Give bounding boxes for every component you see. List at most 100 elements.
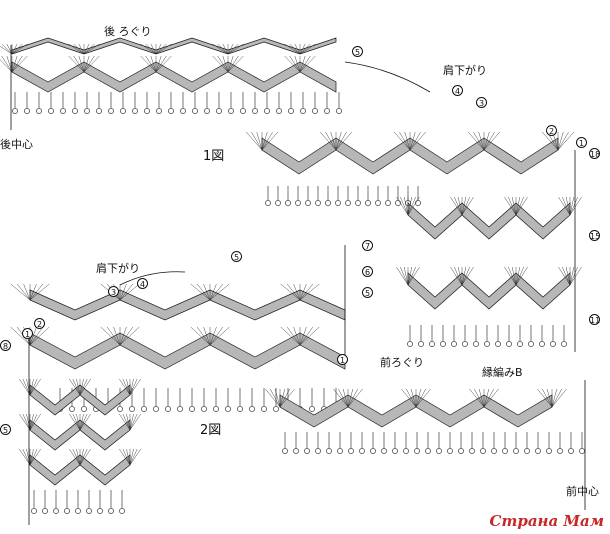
stitch-line bbox=[196, 326, 211, 346]
stitch-line bbox=[79, 448, 84, 466]
chain-loop bbox=[528, 341, 534, 347]
stitch-line bbox=[11, 55, 18, 73]
stitch-line bbox=[203, 283, 211, 301]
stitch-line bbox=[79, 378, 84, 396]
row-marker: 2 bbox=[34, 318, 45, 329]
stitch-line bbox=[461, 266, 474, 286]
chain-loop bbox=[315, 200, 321, 206]
stitch-line bbox=[469, 388, 485, 408]
chain-loop bbox=[36, 108, 42, 114]
stitch-line bbox=[29, 283, 50, 301]
chain-loop bbox=[546, 448, 552, 454]
figure-2-label: 2図 bbox=[200, 423, 222, 438]
stitch-line bbox=[409, 131, 427, 151]
chain-loop bbox=[48, 108, 54, 114]
row-marker: 4 bbox=[137, 278, 148, 289]
stitch-line bbox=[483, 388, 490, 408]
chain-loop bbox=[192, 108, 198, 114]
chain-loop bbox=[539, 341, 545, 347]
chain-loop bbox=[359, 448, 365, 454]
stitch-line bbox=[217, 55, 229, 73]
chain-loop bbox=[300, 108, 306, 114]
stitch-line bbox=[511, 196, 517, 216]
stitch-line bbox=[83, 55, 95, 73]
stitch-line bbox=[333, 388, 349, 408]
chain-loop bbox=[395, 200, 401, 206]
stitch-line bbox=[299, 283, 320, 301]
stitch-line bbox=[569, 266, 582, 286]
stitch-line bbox=[289, 43, 301, 55]
stitch-line bbox=[569, 266, 575, 286]
stitch-line bbox=[347, 388, 358, 408]
chain-loop bbox=[273, 406, 279, 412]
stitch-line bbox=[227, 55, 244, 73]
edging-b-label: 縁編みB bbox=[482, 366, 523, 379]
stitch-line bbox=[29, 378, 34, 396]
stitch-line bbox=[83, 43, 95, 55]
stitch-line bbox=[450, 266, 463, 286]
chain-loop bbox=[517, 341, 523, 347]
stitch-line bbox=[270, 388, 281, 408]
stitch-line bbox=[461, 196, 467, 216]
stitch-line bbox=[29, 378, 38, 396]
stitch-line bbox=[407, 266, 413, 286]
stitch-line bbox=[119, 283, 134, 301]
stitch-line bbox=[196, 283, 211, 301]
stitch-line bbox=[10, 326, 31, 346]
stitch-line bbox=[261, 131, 279, 151]
stitch-line bbox=[217, 43, 229, 55]
stitch-line bbox=[222, 55, 229, 73]
stitch-line bbox=[483, 131, 490, 151]
stitch-line bbox=[474, 388, 485, 408]
stitch-line bbox=[11, 43, 28, 55]
stitch-line bbox=[342, 388, 349, 408]
chain-loop bbox=[265, 200, 271, 206]
chain-loop bbox=[53, 508, 59, 514]
stitch-line bbox=[279, 388, 290, 408]
chain-loop bbox=[415, 200, 421, 206]
stitch-line bbox=[396, 266, 409, 286]
stitch-line bbox=[155, 55, 167, 73]
chain-loop bbox=[524, 448, 530, 454]
shoulder-arrow-2 bbox=[119, 271, 186, 286]
stitch-line bbox=[78, 43, 85, 55]
stitch-line bbox=[76, 378, 81, 396]
stitch-line bbox=[409, 131, 416, 151]
stitch-line bbox=[286, 326, 301, 346]
stitch-line bbox=[129, 378, 138, 396]
stitch-line bbox=[406, 388, 417, 408]
stitch-line bbox=[150, 55, 157, 73]
stitch-line bbox=[19, 448, 31, 466]
chain-loop bbox=[535, 448, 541, 454]
chain-loop bbox=[335, 200, 341, 206]
chain-loop bbox=[282, 448, 288, 454]
stitch-line bbox=[515, 266, 528, 286]
stitch-line bbox=[551, 388, 562, 408]
stitch-line bbox=[546, 388, 553, 408]
chain-loop bbox=[144, 108, 150, 114]
stitch-line bbox=[551, 388, 558, 408]
chain-loop bbox=[237, 406, 243, 412]
stitch-line bbox=[454, 196, 463, 216]
stitch-line bbox=[140, 43, 157, 55]
stitch-line bbox=[558, 196, 571, 216]
stitch-line bbox=[515, 266, 524, 286]
chain-loop bbox=[97, 508, 103, 514]
stitch-line bbox=[126, 413, 131, 431]
stitch-line bbox=[29, 326, 44, 346]
chain-loop bbox=[285, 200, 291, 206]
stitch-line bbox=[245, 131, 263, 151]
chain-loop bbox=[557, 448, 563, 454]
shaded-band bbox=[11, 61, 337, 93]
stitch-line bbox=[407, 196, 416, 216]
chain-loop bbox=[216, 108, 222, 114]
stitch-line bbox=[562, 196, 571, 216]
stitch-line bbox=[113, 326, 121, 346]
back-neck-label: 後 ろぐり bbox=[104, 25, 152, 38]
stitch-line bbox=[299, 283, 307, 301]
chain-loop bbox=[315, 448, 321, 454]
chain-loop bbox=[385, 200, 391, 206]
front-neck-label: 前ろぐり bbox=[380, 356, 424, 369]
stitch-line bbox=[100, 326, 121, 346]
shoulder-slope-label-2: 肩下がり bbox=[96, 262, 140, 275]
